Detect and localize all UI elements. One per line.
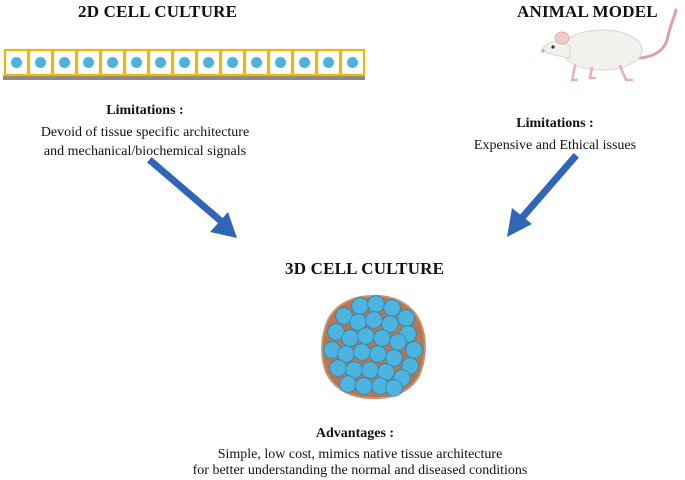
left-limitations-line2: and mechanical/biochemical signals (43, 144, 247, 159)
spheroid-cell (351, 297, 369, 315)
cell-nucleus (155, 57, 166, 68)
mouse-nose (541, 49, 545, 53)
cell-nucleus (203, 57, 214, 68)
cell-nucleus (179, 57, 190, 68)
spheroid-cell (397, 309, 415, 327)
cell-nucleus (83, 57, 94, 68)
mouse-eye (551, 45, 555, 49)
spheroid-cell (385, 379, 403, 397)
advantages-line2: for better understanding the normal and … (192, 463, 528, 478)
spheroid-cell (361, 361, 379, 379)
spheroid-cell (381, 315, 399, 333)
spheroid-illustration (321, 294, 426, 400)
spheroid-cell (405, 341, 423, 359)
arrow-right-shaft (515, 153, 579, 225)
arrow-down-right-icon (147, 157, 237, 238)
spheroid-cell (401, 357, 419, 375)
right-limitations-text: Expensive and Ethical issues (473, 138, 637, 153)
left-limitations-line1: Devoid of tissue specific architecture (40, 125, 250, 140)
mouse-head (541, 41, 571, 59)
mouse-front-leg-2 (588, 66, 597, 80)
spheroid-cell (365, 311, 383, 329)
cell-monolayer-illustration (3, 48, 366, 80)
substrate-layer (3, 75, 365, 80)
spheroid-cell (373, 329, 391, 347)
cell-nucleus (275, 57, 286, 68)
arrow-right-head (507, 208, 532, 237)
cell-nucleus (59, 57, 70, 68)
cell-nucleus (251, 57, 262, 68)
spheroid-cell (353, 343, 371, 361)
mouse-tail (638, 8, 678, 60)
spheroid-cell (367, 295, 385, 313)
title-animal-model: ANIMAL MODEL (517, 2, 658, 21)
mouse-back-leg (618, 64, 634, 82)
title-3d-cell-culture: 3D CELL CULTURE (285, 259, 445, 278)
right-limitations-label: Limitations : (516, 116, 594, 131)
mouse-ear (554, 31, 570, 45)
spheroid-cell (339, 375, 357, 393)
spheroid-cell (341, 329, 359, 347)
mouse-illustration (541, 8, 678, 82)
arrow-left-head (210, 212, 237, 238)
advantages-line1: Simple, low cost, mimics native tissue a… (217, 447, 503, 462)
cell-nucleus (347, 57, 358, 68)
spheroid-cell (369, 345, 387, 363)
title-2d-cell-culture: 2D CELL CULTURE (78, 2, 238, 21)
spheroid-cell (355, 377, 373, 395)
cell-nucleus (11, 57, 22, 68)
cell-nucleus (227, 57, 238, 68)
spheroid-cell (383, 299, 401, 317)
arrow-down-left-icon (507, 153, 579, 237)
spheroid-cell (357, 327, 375, 345)
spheroid-cell (329, 359, 347, 377)
cell-nucleus (35, 57, 46, 68)
spheroid-cell (389, 333, 407, 351)
spheroid-cell (385, 349, 403, 367)
advantages-label: Advantages : (315, 426, 395, 441)
left-limitations-label: Limitations : (106, 103, 184, 118)
mouse-front-leg (570, 64, 579, 82)
cell-nucleus (299, 57, 310, 68)
cell-nucleus (107, 57, 118, 68)
mouse-body (561, 29, 643, 71)
cell-nucleus (323, 57, 334, 68)
arrow-left-shaft (147, 157, 227, 227)
cell-nucleus (131, 57, 142, 68)
